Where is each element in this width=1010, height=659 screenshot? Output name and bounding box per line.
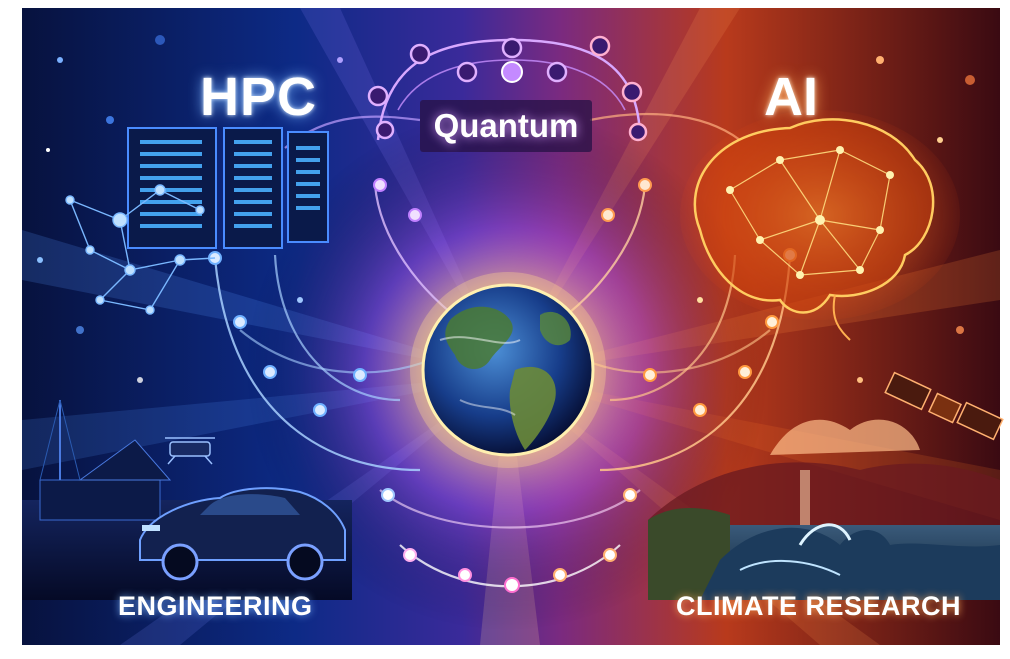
engineering-label: ENGINEERING bbox=[118, 591, 313, 621]
satellite-icon bbox=[884, 371, 1004, 441]
globe-earth-icon bbox=[410, 272, 606, 468]
car-icon bbox=[139, 487, 346, 581]
quantum-circuit-icon bbox=[367, 35, 648, 142]
ocean-wave-icon bbox=[648, 419, 1000, 600]
quantum-label: Quantum bbox=[420, 100, 592, 152]
neural-network-brain-icon bbox=[680, 110, 960, 341]
sparkles bbox=[37, 35, 975, 383]
hpc-title: HPC bbox=[200, 67, 318, 127]
climate-research-label: CLIMATE RESEARCH bbox=[676, 591, 962, 621]
ai-title: AI bbox=[764, 67, 818, 127]
drone-icon bbox=[165, 437, 215, 465]
server-rack-icon bbox=[127, 127, 329, 249]
network-mesh-icon bbox=[65, 184, 216, 315]
